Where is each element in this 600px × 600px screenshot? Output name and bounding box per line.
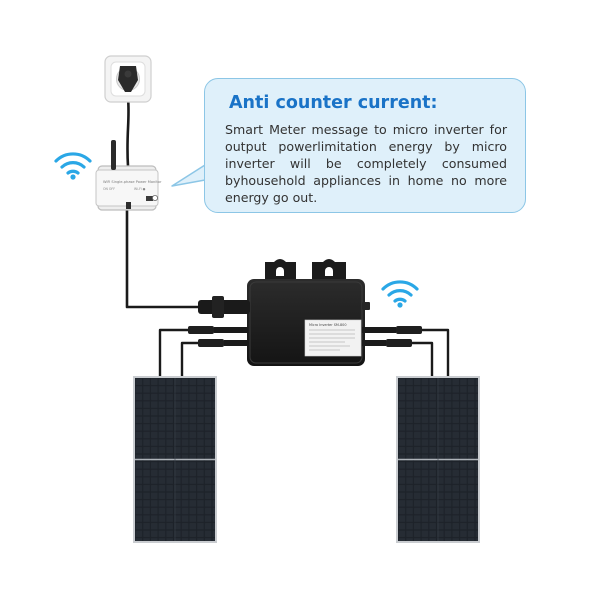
wall-socket [104,55,152,103]
meter-label-right: Wi-Fi ● [134,187,146,191]
wifi-icon [381,280,419,308]
callout-body: Smart Meter message to micro inverter fo… [225,122,507,205]
dc-connector-right-a [396,326,422,334]
meter-to-inverter-cable [125,208,202,309]
inverter-label-title: Micro Inverter SM-800 [309,323,347,327]
meter-antenna [111,140,116,170]
plug-to-meter-cable [126,96,130,168]
callout-box: Anti counter current: Smart Meter messag… [204,78,526,213]
meter-label-title: WiFi Single-phase Power Monitor [103,180,162,184]
right-panel-cable-a [418,328,450,380]
callout-pointer [171,164,206,187]
solar-panel-left [133,376,217,543]
wifi-icon [54,152,92,180]
left-panel-cable-a [158,328,192,380]
plug [118,66,138,92]
cables [125,96,450,380]
dc-connector-right-b [386,339,412,347]
dc-connector-left-a [188,326,214,334]
micro-inverter: Micro Inverter SM-800 [188,259,422,366]
callout-title: Anti counter current: [229,93,438,113]
right-panel-cable-b [410,341,434,380]
meter-label-left: ON OFF [103,187,115,191]
smart-meter: WiFi Single-phase Power Monitor ON OFF W… [95,140,162,211]
dc-connector-left-b [198,339,224,347]
left-panel-cable-b [180,341,202,380]
solar-panel-right [396,376,480,543]
